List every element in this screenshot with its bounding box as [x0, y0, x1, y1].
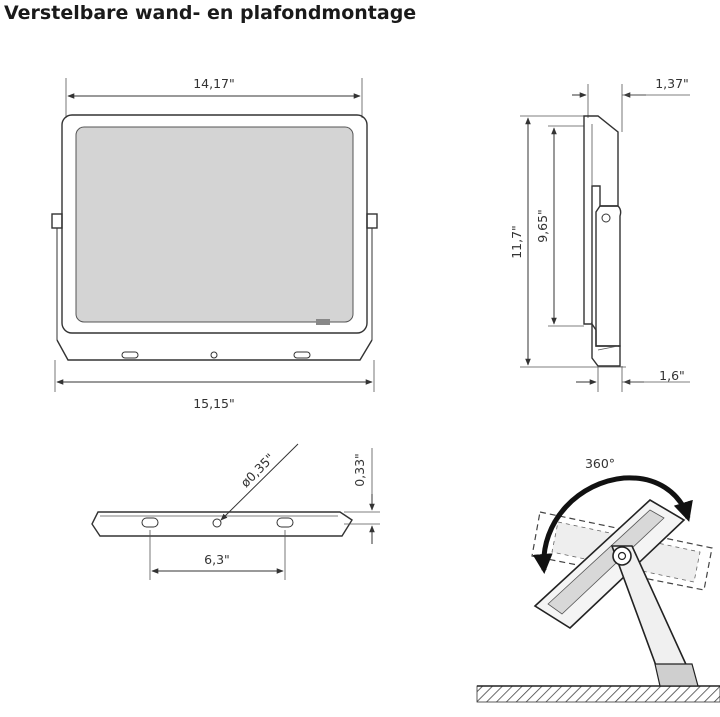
side-bracket-label: 1,6" — [659, 368, 685, 383]
mounting-surface — [476, 685, 720, 703]
side-depth-label: 1,37" — [655, 76, 689, 91]
bracket-thickness-label: 0,33" — [352, 453, 367, 487]
side-view: 1,37" 11,7" 9,65" 1,6" — [509, 76, 690, 392]
page-title: Verstelbare wand- en plafondmontage — [4, 2, 417, 24]
mounting-slot-left — [141, 517, 159, 528]
side-profile-housing — [583, 115, 619, 325]
hole-diameter-leader — [220, 443, 299, 521]
hole-spacing-label: 6,3" — [204, 552, 230, 567]
rotation-arrow-icon — [532, 475, 693, 574]
side-inner-height-label: 9,65" — [535, 209, 550, 243]
bracket-plate — [91, 511, 353, 537]
mounting-hole — [212, 518, 222, 528]
side-height-label: 11,7" — [509, 225, 524, 259]
front-view: 14,17" 15,15" — [51, 76, 378, 411]
bracket-detail: ø0,35" 0,33" 6,3" — [91, 443, 380, 580]
rotation-illustration: 360° — [476, 456, 720, 703]
floodlight-lens — [75, 126, 354, 323]
side-bracket-arm — [595, 205, 622, 347]
mounting-bracket — [56, 339, 373, 361]
housing-label — [316, 319, 330, 325]
mounting-slot-right — [276, 517, 294, 528]
front-width-label: 14,17" — [193, 76, 235, 91]
right-pivot — [366, 213, 378, 229]
left-pivot — [51, 213, 63, 229]
bottom-width-label: 15,15" — [193, 396, 235, 411]
side-bracket-foot — [591, 321, 621, 367]
rotation-label: 360° — [585, 456, 615, 471]
pivot-joint — [612, 546, 632, 566]
